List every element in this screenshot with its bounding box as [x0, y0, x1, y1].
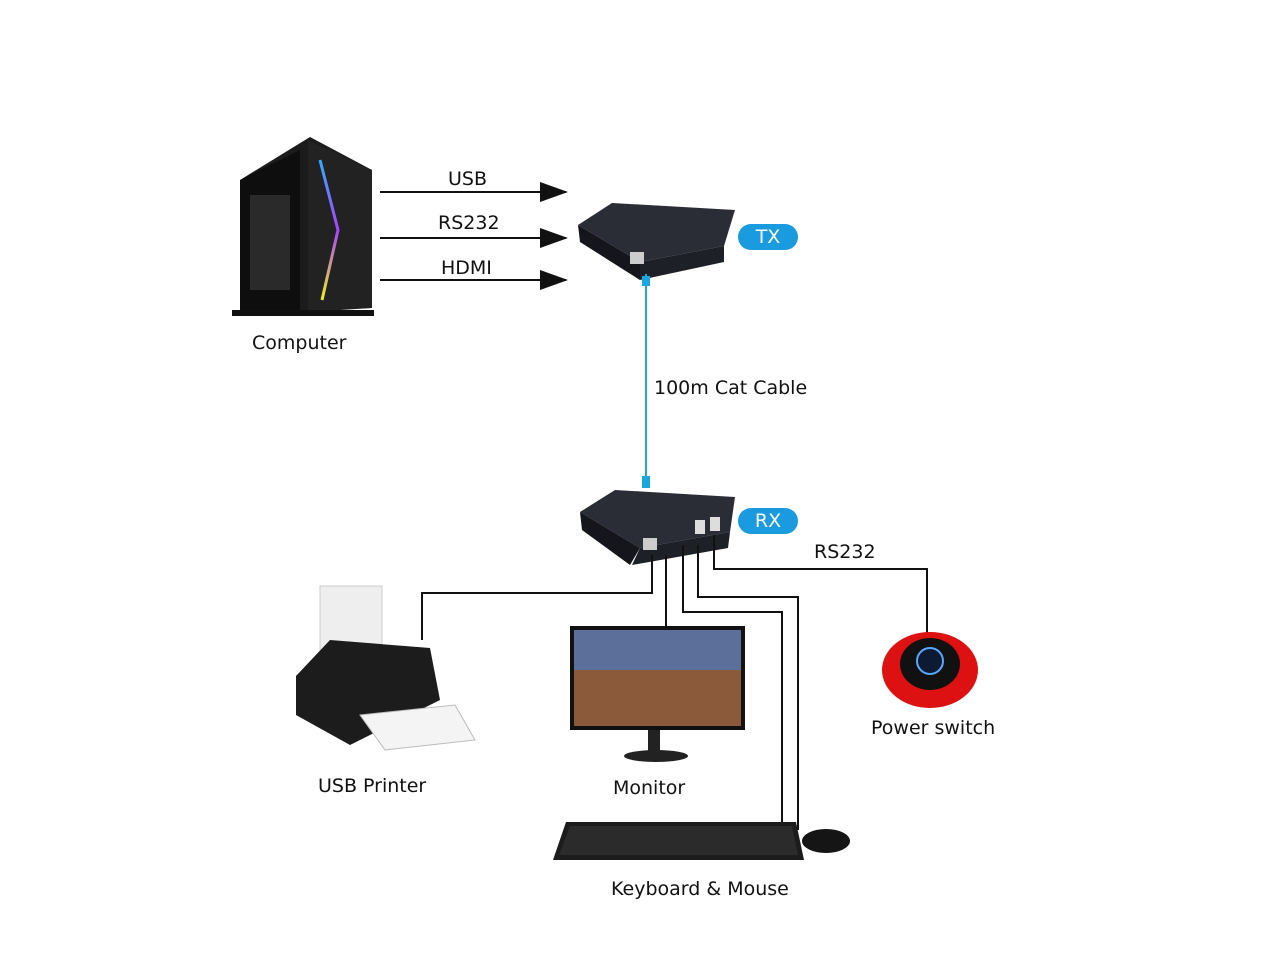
cable-label: 100m Cat Cable: [654, 377, 808, 399]
rx-badge: RX: [738, 508, 798, 534]
tx-badge: TX: [738, 224, 798, 250]
rx-wires: [421, 535, 928, 830]
hdmi-label: HDMI: [441, 257, 492, 279]
printer-label: USB Printer: [318, 775, 427, 797]
power-switch-label: Power switch: [871, 717, 996, 739]
monitor-label: Monitor: [613, 777, 686, 799]
keyboard-wire: [682, 545, 783, 828]
rs232-wire: [713, 535, 928, 637]
computer-label: Computer: [252, 332, 347, 354]
power-switch: [882, 632, 978, 708]
keyboard-mouse: [553, 822, 850, 860]
rx-device: [580, 490, 735, 565]
printer: [296, 585, 476, 751]
computer-tower: [232, 137, 374, 316]
rs232-rx-label: RS232: [814, 541, 876, 563]
monitor: [570, 626, 745, 762]
printer-wire: [421, 555, 653, 640]
rs232-tx-label: RS232: [438, 212, 500, 234]
tx-device: [578, 203, 735, 280]
mouse-wire: [697, 545, 799, 830]
usb-label: USB: [448, 168, 488, 190]
keyboard-mouse-label: Keyboard & Mouse: [611, 878, 789, 900]
